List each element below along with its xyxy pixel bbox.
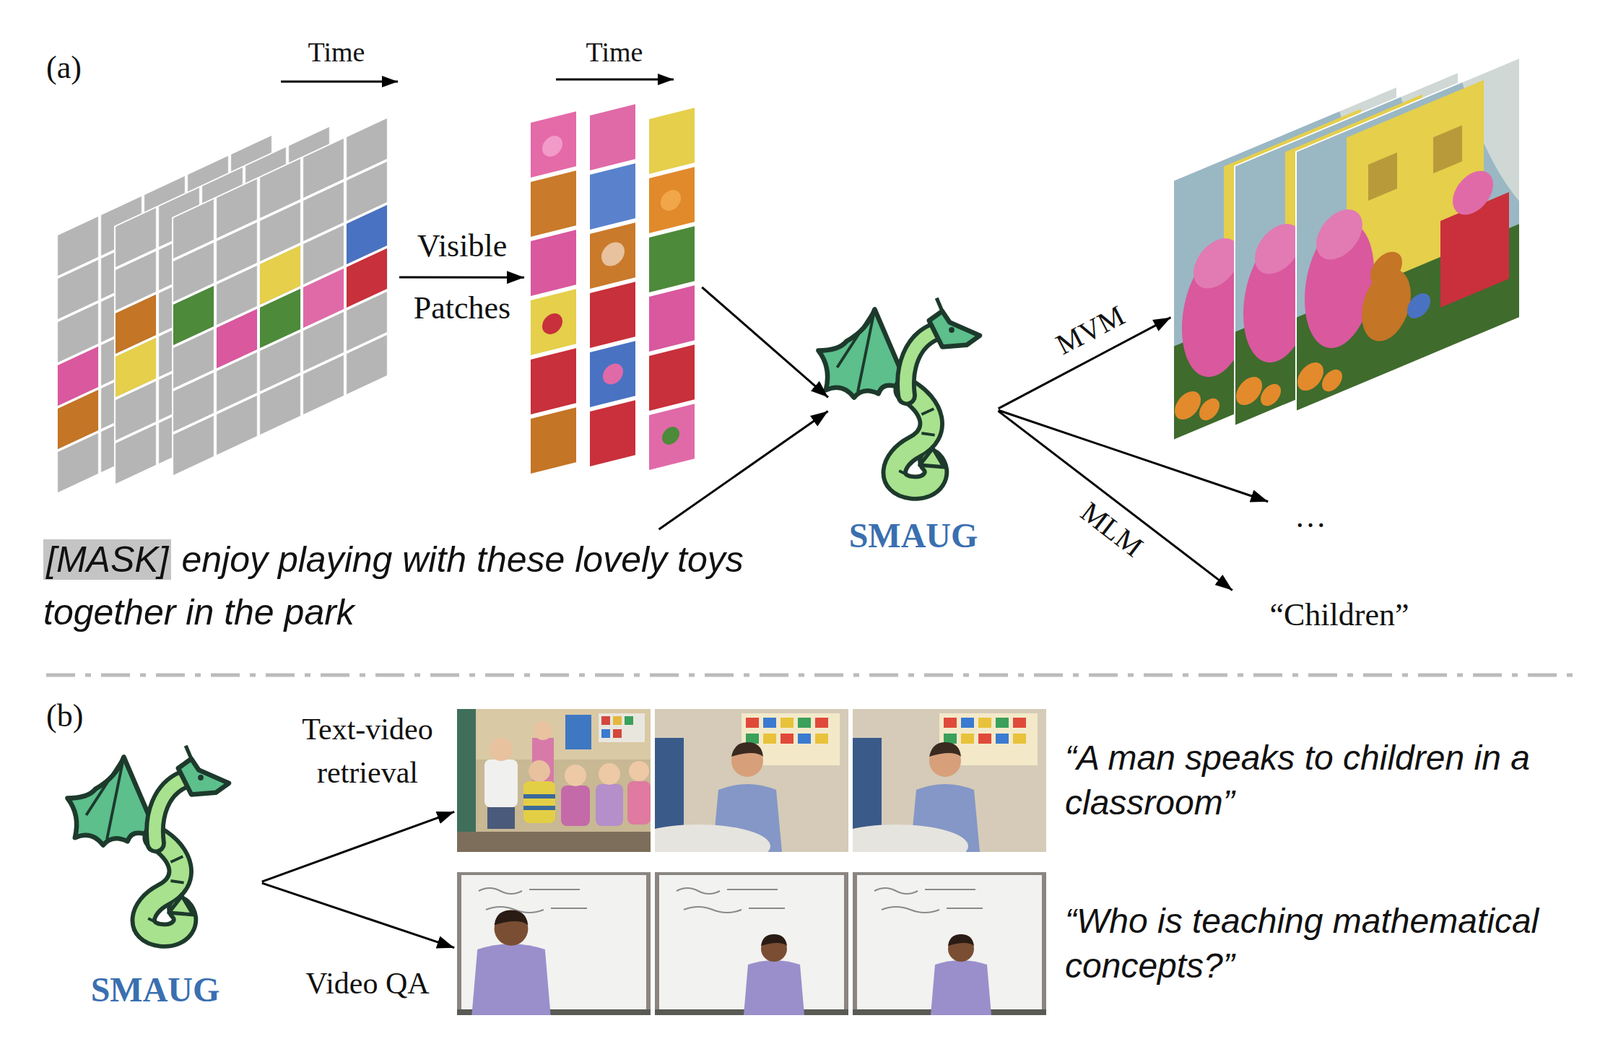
masked-token: [MASK] [43,539,172,580]
video-frame [654,872,849,1016]
patch-column [649,107,695,175]
edge-label: MLM [1074,494,1150,564]
video-frame [930,934,992,1016]
smaug-logo [818,298,980,489]
patch-column [649,344,695,411]
flow-arrow [701,287,829,398]
video-frame [852,709,1047,852]
panel-label: (b) [46,697,84,735]
patch-column [530,407,577,474]
patch-column [649,166,695,234]
video-frame [457,709,651,852]
flow-arrow [659,411,829,530]
video-frame [471,909,551,1016]
video-frame [457,709,651,852]
video-frame [654,709,849,852]
node-label: Time [308,36,366,68]
edge-label: Video QA [305,961,429,1006]
masked-frame [303,268,344,328]
patch-column [649,285,695,352]
flow-arrow [262,811,455,882]
node-label: SMAUG [849,515,979,556]
smaug-model: SMAUG [50,736,260,1015]
masked-frame [216,309,258,369]
video-frame [654,709,849,852]
video-frame [1296,57,1520,412]
patch-column [589,222,636,289]
patch-column [649,225,695,293]
masked-frame [115,294,156,354]
patch-column [530,111,577,474]
video-frame [852,872,1047,1016]
flow-arrow [399,276,525,279]
flow-arrow [998,410,1268,502]
panel-separator [46,673,1577,678]
patch-column [602,361,624,388]
edge-label: MVM [1050,298,1130,362]
smaug-logo [67,745,229,936]
masked-frame [171,116,389,478]
video-frame [1296,57,1520,412]
masked-frame [171,116,389,478]
visible-patch-columns: Time [527,36,701,484]
time-arrow [555,78,674,81]
masked-frame [171,116,389,478]
patch-column [662,425,680,447]
panel-label: (a) [46,49,82,86]
masked-frame [259,288,301,349]
masked-frame [346,205,388,265]
masked-frame [173,285,214,346]
predicted-word: “Children” [1234,592,1445,643]
video-frame [654,872,849,1016]
patch-column [649,107,695,471]
patch-column [660,187,681,213]
node-label: … [1294,498,1327,536]
patch-column [542,311,563,337]
node-label: Time [586,36,644,68]
video-frame [852,872,1047,1016]
smaug-model: SMAUG [830,288,997,560]
video-frame [457,872,651,1016]
patch-column [601,239,625,269]
patch-column [530,229,577,297]
patch-column [530,111,577,178]
text-flow: [MASK]enjoy playing with these lovely to… [43,533,766,639]
edge-label: Visible Patches [399,215,526,340]
patch-column [589,163,636,230]
other-output: … [1270,498,1351,542]
qa-example: “Who is teaching mathematical concepts?” [457,872,1568,1016]
node-label: “Who is teaching mathematical concepts?” [1064,898,1564,989]
node-label: SMAUG [90,969,221,1010]
masked-sentence: [MASK]enjoy playing with these lovely to… [43,530,770,658]
video-frame [457,872,651,1016]
patch-column [649,403,695,471]
masked-video-frames: Time [50,36,398,506]
patch-column [589,400,636,467]
reconstructed-video [1173,36,1520,450]
patch-column [542,133,563,159]
flow-arrow [997,410,1232,590]
patch-column [530,170,577,237]
video-frame [1296,57,1520,412]
video-frame [852,709,1047,852]
masked-frame [57,389,99,450]
patch-column [589,340,636,408]
patch-column [589,281,636,349]
node-label: “Children” [1269,596,1409,634]
patch-column [589,103,636,171]
patch-column [530,348,577,415]
patch-column [530,288,577,356]
edge-label: Text-video retrieval [284,707,451,795]
time-arrow [280,80,398,84]
video-frame [743,934,805,1016]
patch-column [589,103,636,467]
node-label: “A man speaks to children in a classroom… [1064,735,1564,826]
retrieval-example: “A man speaks to children in a classroom… [457,709,1568,852]
flow-arrow [262,883,455,949]
